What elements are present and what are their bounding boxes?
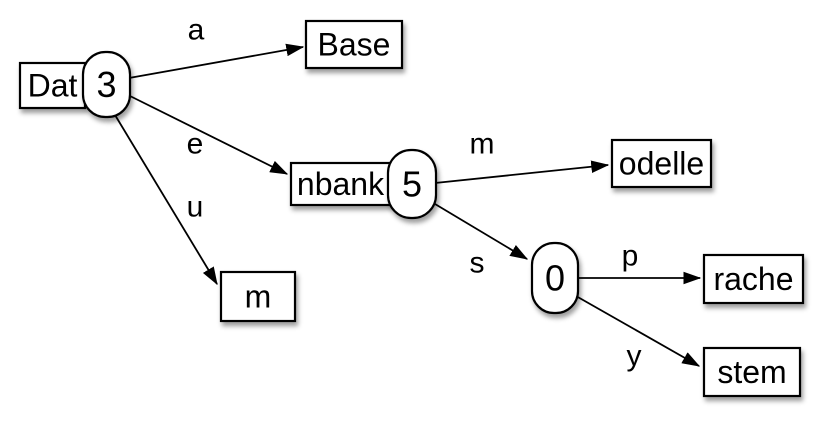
node-box-stem: stem — [702, 346, 802, 398]
edge-labels-layer: a eu m s p y — [187, 14, 642, 373]
edge-s-label: s — [470, 247, 485, 280]
node-box-m-shape — [219, 270, 297, 323]
node-box-m-label: m — [245, 279, 272, 315]
node-box-base: Base — [304, 19, 404, 70]
node-box-odelle-shape — [610, 138, 713, 189]
node-oval-n5-label: 5 — [402, 164, 422, 205]
node-box-base-label: Base — [318, 27, 391, 63]
edge-a-arrow — [128, 43, 305, 79]
node-oval-n0-label: 0 — [545, 258, 565, 299]
node-box-rache-shape — [702, 253, 805, 305]
edge-u-arrow — [111, 109, 218, 286]
node-box-dat: Dat — [18, 61, 87, 110]
edge-u-label: u — [187, 191, 204, 224]
node-box-base-shape — [304, 19, 404, 70]
edge-p-label: p — [622, 240, 639, 273]
edge-y-arrow — [575, 295, 701, 367]
node-oval-n5: 5 — [386, 148, 438, 220]
edge-m-label: m — [470, 128, 495, 161]
node-box-rache-label: rache — [713, 261, 793, 297]
edge-y-label: y — [627, 340, 642, 373]
node-box-stem-label: stem — [717, 354, 786, 390]
nodes-layer: Dat Base nbank m odelle rache stem 3 5 0 — [18, 19, 805, 398]
node-box-dat-shape — [18, 61, 87, 110]
node-box-stem-shape — [702, 346, 802, 398]
node-oval-n3: 3 — [81, 50, 132, 119]
edge-m-arrow — [434, 160, 610, 184]
node-oval-n0-shape — [530, 241, 580, 315]
node-box-dat-label: Dat — [28, 68, 78, 104]
node-box-nbank: nbank — [289, 161, 392, 207]
node-oval-n0: 0 — [530, 241, 580, 315]
edge-s-arrow — [429, 200, 529, 260]
edge-a-label: a — [188, 14, 205, 47]
node-oval-n5-shape — [386, 148, 438, 220]
edge-e-arrow — [129, 95, 289, 175]
node-box-odelle-label: odelle — [619, 146, 704, 182]
node-oval-n3-label: 3 — [96, 64, 116, 105]
node-box-m: m — [219, 270, 297, 323]
node-box-nbank-label: nbank — [297, 166, 385, 202]
node-box-odelle: odelle — [610, 138, 713, 189]
edge-e-label: e — [187, 128, 204, 161]
node-box-nbank-shape — [289, 161, 392, 207]
edges-layer — [111, 43, 702, 367]
node-oval-n3-shape — [81, 50, 132, 119]
node-box-rache: rache — [702, 253, 805, 305]
